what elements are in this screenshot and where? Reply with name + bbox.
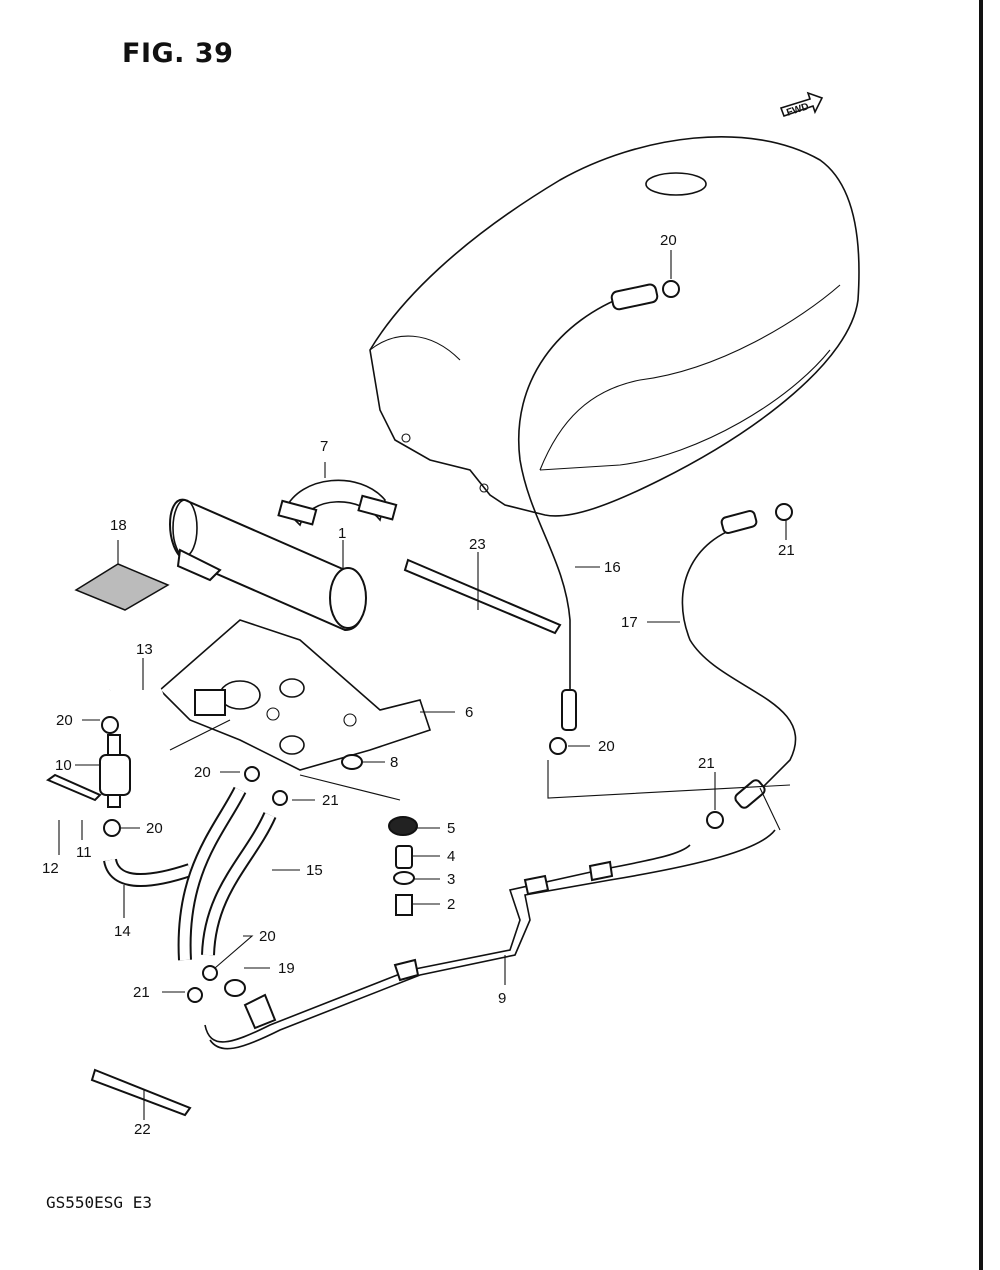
callout-20-right: 20 [598,738,615,755]
fwd-arrow-icon: FWD [779,91,824,119]
pipe-9 [204,829,776,1050]
bands-22-23 [90,558,562,1117]
callout-2: 2 [447,896,455,913]
callout-22: 22 [134,1121,151,1138]
callout-4: 4 [447,848,455,865]
pad-18 [74,563,170,611]
callout-6: 6 [465,704,473,721]
leader-lines [58,462,791,1120]
hose-clamps [101,503,793,1003]
callout-21-mid: 21 [698,755,715,772]
callout-17: 17 [621,614,638,631]
callout-14: 14 [114,923,131,940]
callout-1: 1 [338,525,346,542]
callout-9: 9 [498,990,506,1007]
callout-12: 12 [42,860,59,877]
callout-20-left-low: 20 [146,820,163,837]
callout-23: 23 [469,536,486,553]
mounting-hardware [224,754,418,997]
callout-13: 13 [136,641,153,658]
callout-3: 3 [447,871,455,888]
callout-11: 11 [76,844,92,861]
callout-labels: 7 18 1 13 6 8 5 4 3 2 20 23 16 17 21 20 … [42,232,795,1138]
callout-21-center: 21 [322,792,339,809]
callout-21-bottom: 21 [133,984,150,1001]
callout-18: 18 [110,517,127,534]
callout-10: 10 [55,757,72,774]
page-border [979,0,983,1270]
callout-7: 7 [320,438,328,455]
callout-5: 5 [447,820,455,837]
callout-20-left: 20 [56,712,73,729]
callout-20-mid: 20 [194,764,211,781]
model-code: GS550ESG E3 [46,1193,152,1212]
clamp-20-top [662,250,680,298]
callout-19: 19 [278,960,295,977]
fuel-tank [369,136,860,517]
fwd-label: FWD [785,101,810,119]
callout-15: 15 [306,862,323,879]
callout-8: 8 [390,754,398,771]
strap-7 [277,479,398,527]
valve-10 [45,734,131,808]
callout-20-top: 20 [660,232,677,249]
hoses-13-14-15 [103,665,277,961]
bracket-6 [158,619,432,771]
callout-20-bottom: 20 [259,928,276,945]
callout-21-right: 21 [778,542,795,559]
hose-16 [518,283,659,731]
canister-1 [169,498,367,632]
figure-title: FIG. 39 [122,38,234,69]
callout-16: 16 [604,559,621,576]
